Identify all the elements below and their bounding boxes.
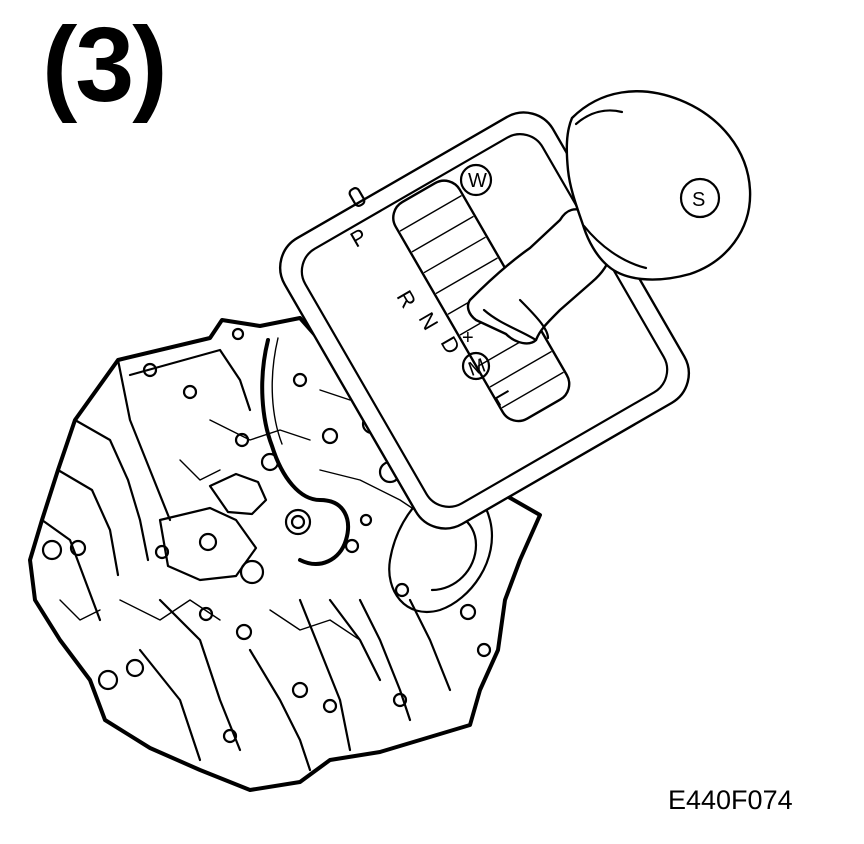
figure-number-label: (3) bbox=[42, 6, 168, 124]
bolt-boss bbox=[234, 432, 250, 448]
bolt-boss bbox=[231, 327, 245, 341]
bolt-boss bbox=[154, 544, 170, 560]
bolt-boss bbox=[97, 669, 119, 691]
bolt-boss bbox=[322, 698, 338, 714]
bolt-boss bbox=[291, 681, 309, 699]
bolt-boss bbox=[321, 427, 339, 445]
shift-lever[interactable] bbox=[466, 208, 613, 345]
bolt-boss bbox=[344, 538, 360, 554]
park-marker-icon bbox=[348, 187, 366, 207]
bolt-boss bbox=[239, 559, 265, 585]
manual-mode-circle bbox=[461, 351, 491, 381]
sport-mode-button[interactable]: S bbox=[679, 177, 721, 219]
bolt-boss bbox=[359, 513, 373, 527]
bolt-boss bbox=[41, 539, 63, 561]
winter-mode-label: W bbox=[468, 170, 487, 192]
bolt-boss bbox=[182, 384, 198, 400]
bolt-boss bbox=[125, 658, 145, 678]
bolt-boss bbox=[284, 508, 312, 536]
bolt-boss bbox=[222, 728, 238, 744]
plus-mark-label: + bbox=[462, 327, 474, 349]
manual-mode-label: M bbox=[465, 355, 488, 381]
bolt-boss bbox=[292, 372, 308, 388]
bolt-boss bbox=[235, 623, 253, 641]
bolt-boss bbox=[69, 539, 87, 557]
winter-mode-button[interactable]: W bbox=[459, 163, 493, 197]
bolt-boss bbox=[392, 692, 408, 708]
bolt-boss bbox=[142, 362, 158, 378]
bolt-boss bbox=[476, 642, 492, 658]
shift-knob[interactable] bbox=[565, 90, 752, 281]
bolt-boss bbox=[459, 603, 477, 621]
figure-code-label: E440F074 bbox=[668, 785, 793, 815]
sport-mode-label: S bbox=[692, 189, 705, 211]
bolt-boss bbox=[394, 582, 410, 598]
